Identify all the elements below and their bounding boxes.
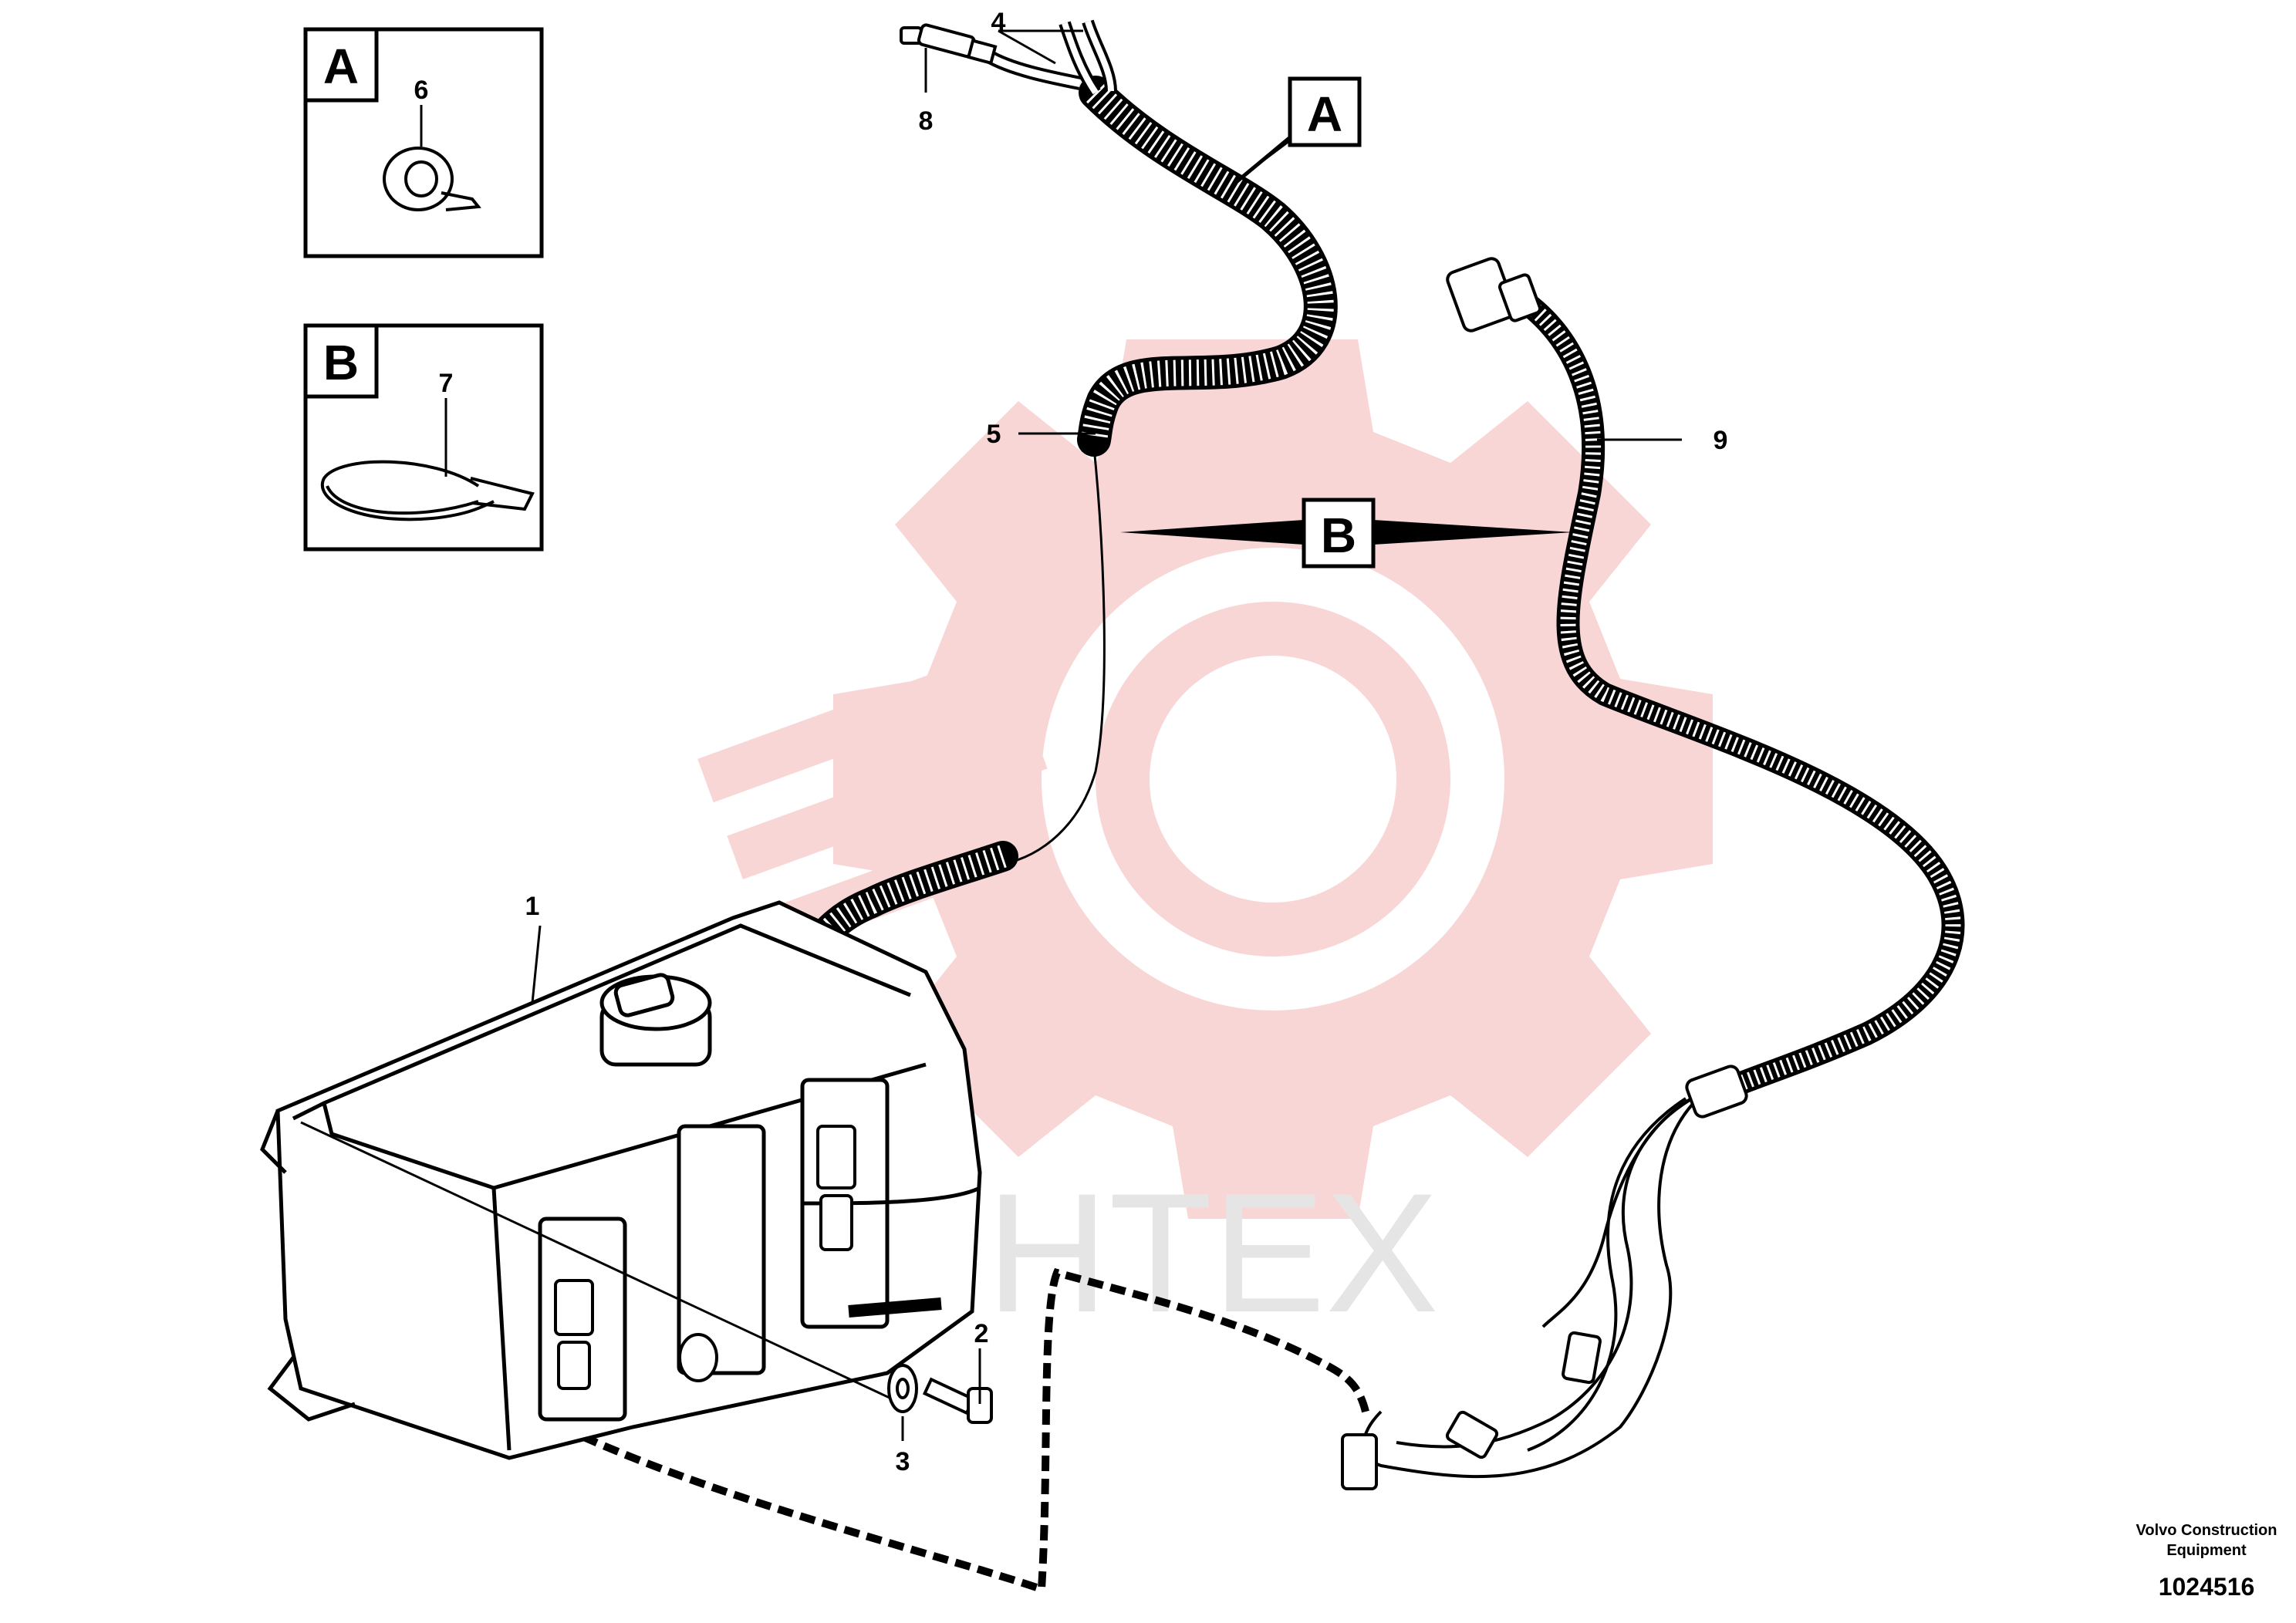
- brand-line-1: Volvo Construction: [2136, 1522, 2277, 1539]
- cable-tie-icon: [320, 460, 535, 521]
- wire-5: [1002, 447, 1106, 865]
- bolt-icon: [922, 1377, 993, 1424]
- filler-cap-icon: [599, 973, 712, 1067]
- label-1: 1: [525, 892, 540, 921]
- callout-a-letter: A: [1307, 86, 1342, 142]
- cable-clamp-icon: [383, 147, 481, 211]
- upper-hose: [984, 19, 1338, 457]
- harness-connectors: [1341, 1331, 1602, 1490]
- inset-a: A 6: [303, 27, 544, 258]
- brand-line-2: Equipment: [2166, 1542, 2247, 1559]
- callout-b: B: [1120, 498, 1574, 569]
- washer-icon: [887, 1364, 918, 1413]
- gear-watermark-icon: [697, 339, 1713, 1219]
- label-4: 4: [991, 8, 1006, 37]
- label-9: 9: [1714, 426, 1728, 455]
- callout-b-letter: B: [1321, 508, 1356, 563]
- label-8: 8: [919, 106, 934, 136]
- label-3: 3: [896, 1447, 910, 1476]
- leader-lines: [531, 29, 1682, 1441]
- tank-pumps: [554, 1125, 856, 1390]
- inset-b: B 7: [303, 323, 544, 552]
- inset-a-letter: A: [323, 39, 359, 94]
- drawing-number: 1024516: [2159, 1573, 2255, 1601]
- sleeve-icon: [1685, 1065, 1748, 1119]
- bolt-axis-line: [300, 1121, 903, 1405]
- inset-b-letter: B: [323, 335, 359, 390]
- round-plug-icon: [1446, 257, 1541, 332]
- pin-connector-icon: [900, 23, 998, 66]
- label-6: 6: [414, 76, 429, 105]
- label-7: 7: [439, 369, 454, 398]
- label-2: 2: [974, 1319, 989, 1348]
- dashed-ground-line: [576, 1268, 1369, 1594]
- callout-a: A: [1233, 76, 1362, 185]
- label-5: 5: [987, 420, 1001, 449]
